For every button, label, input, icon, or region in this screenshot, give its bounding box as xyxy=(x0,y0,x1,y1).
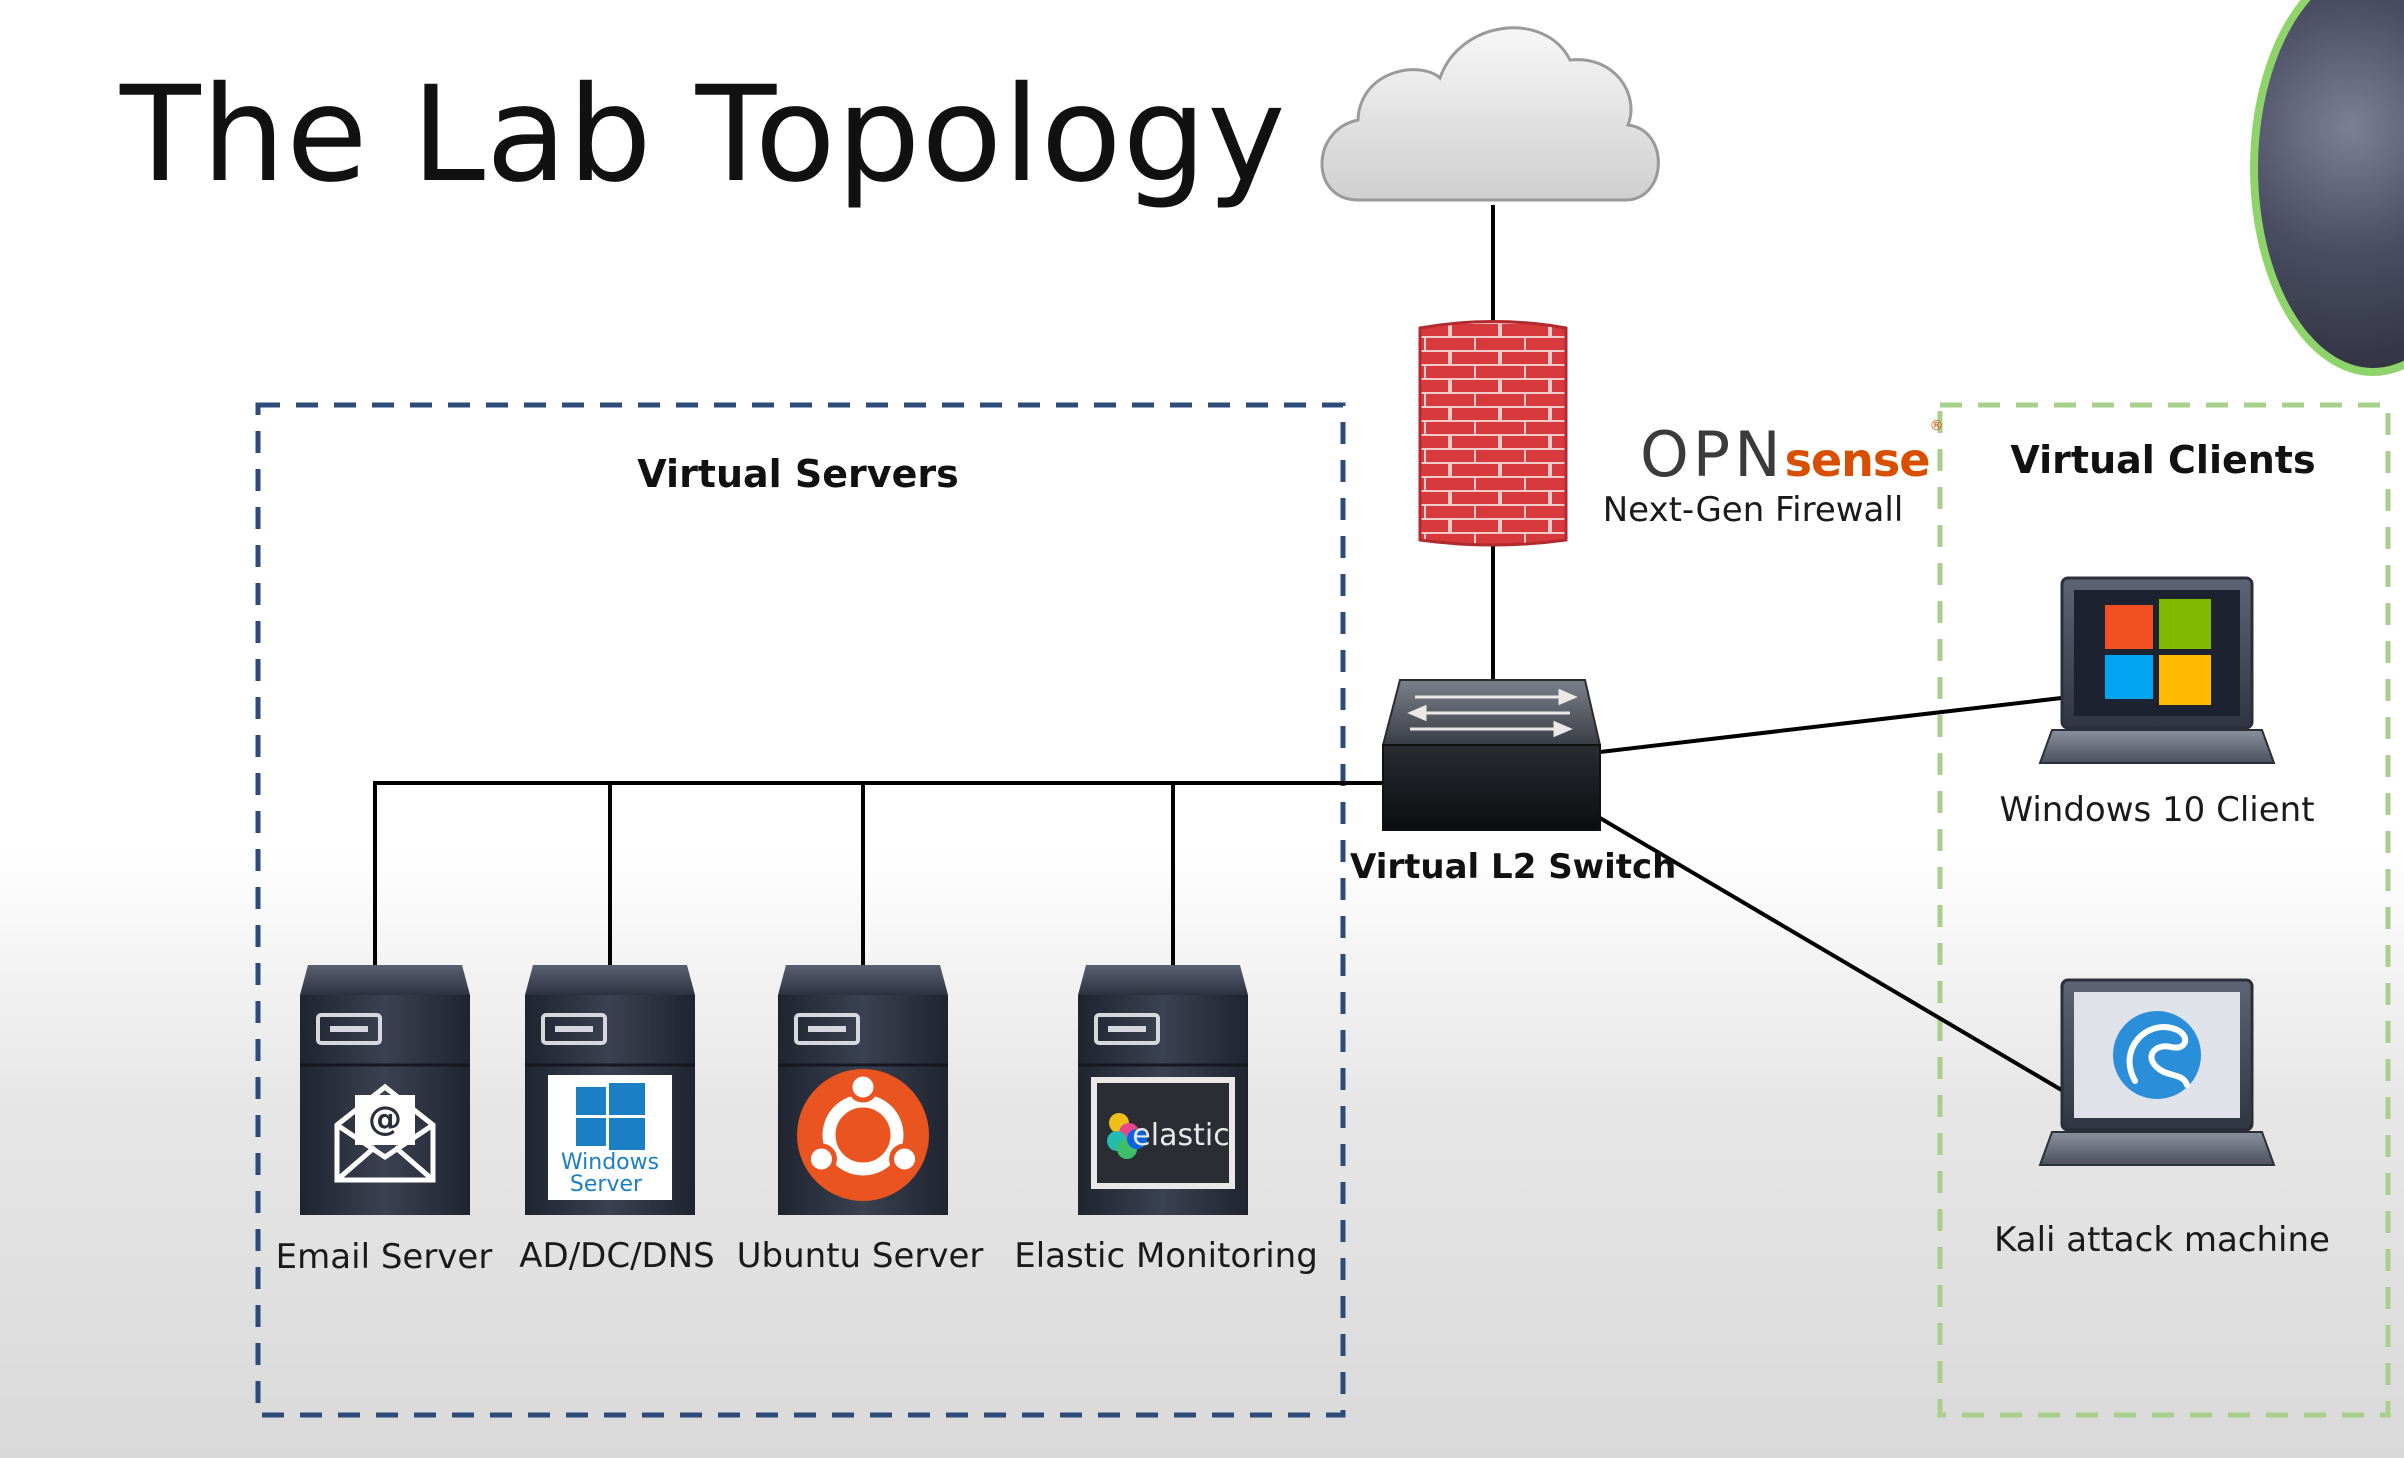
at-sign-icon: @ xyxy=(368,1099,402,1139)
l2-switch-icon xyxy=(1381,679,1602,831)
server-label-elastic: Elastic Monitoring xyxy=(1014,1236,1318,1276)
server-label-addcdns: AD/DC/DNS xyxy=(519,1236,715,1276)
clients-group-box xyxy=(1937,402,2391,1418)
server-tower: @ xyxy=(300,965,470,1215)
laptop xyxy=(2038,978,2276,1166)
windows-server-logo-text: Server xyxy=(570,1172,643,1197)
network-links xyxy=(373,205,2072,1097)
server-label-email: Email Server xyxy=(275,1237,493,1277)
switch-label: Virtual L2 Switch xyxy=(1350,847,1677,887)
kali-dragon-icon xyxy=(2113,1011,2201,1099)
opnsense-logo-mark: ® xyxy=(1929,418,1944,434)
server-tower: elastic xyxy=(1078,965,1248,1215)
client-label-kali: Kali attack machine xyxy=(1994,1220,2330,1260)
windows-server-logo-text: Windows xyxy=(561,1150,659,1175)
elastic-logo-text: elastic xyxy=(1132,1118,1229,1153)
email-icon: @ xyxy=(334,1083,436,1183)
internet-cloud-icon xyxy=(1320,26,1660,202)
servers-group-title: Virtual Servers xyxy=(637,452,959,496)
laptop xyxy=(2038,576,2276,764)
opnsense-logo-main: OPN xyxy=(1640,418,1785,491)
opnsense-logo: OPNsense® xyxy=(1640,418,1943,491)
server-tower xyxy=(778,965,948,1215)
firewall-icon xyxy=(1418,320,1568,547)
firewall-label: Next-Gen Firewall xyxy=(1602,490,1904,530)
page-title: The Lab Topology xyxy=(120,58,1287,212)
server-label-ubuntu: Ubuntu Server xyxy=(736,1236,984,1276)
servers-group-box xyxy=(255,402,1346,1418)
windows-logo-icon xyxy=(2105,599,2211,705)
opnsense-logo-sense: sense xyxy=(1784,433,1931,487)
client-label-windows: Windows 10 Client xyxy=(1999,790,2315,830)
clients-group-title: Virtual Clients xyxy=(2010,438,2316,482)
ubuntu-icon xyxy=(797,1069,929,1201)
elastic-icon: elastic xyxy=(1091,1077,1235,1189)
